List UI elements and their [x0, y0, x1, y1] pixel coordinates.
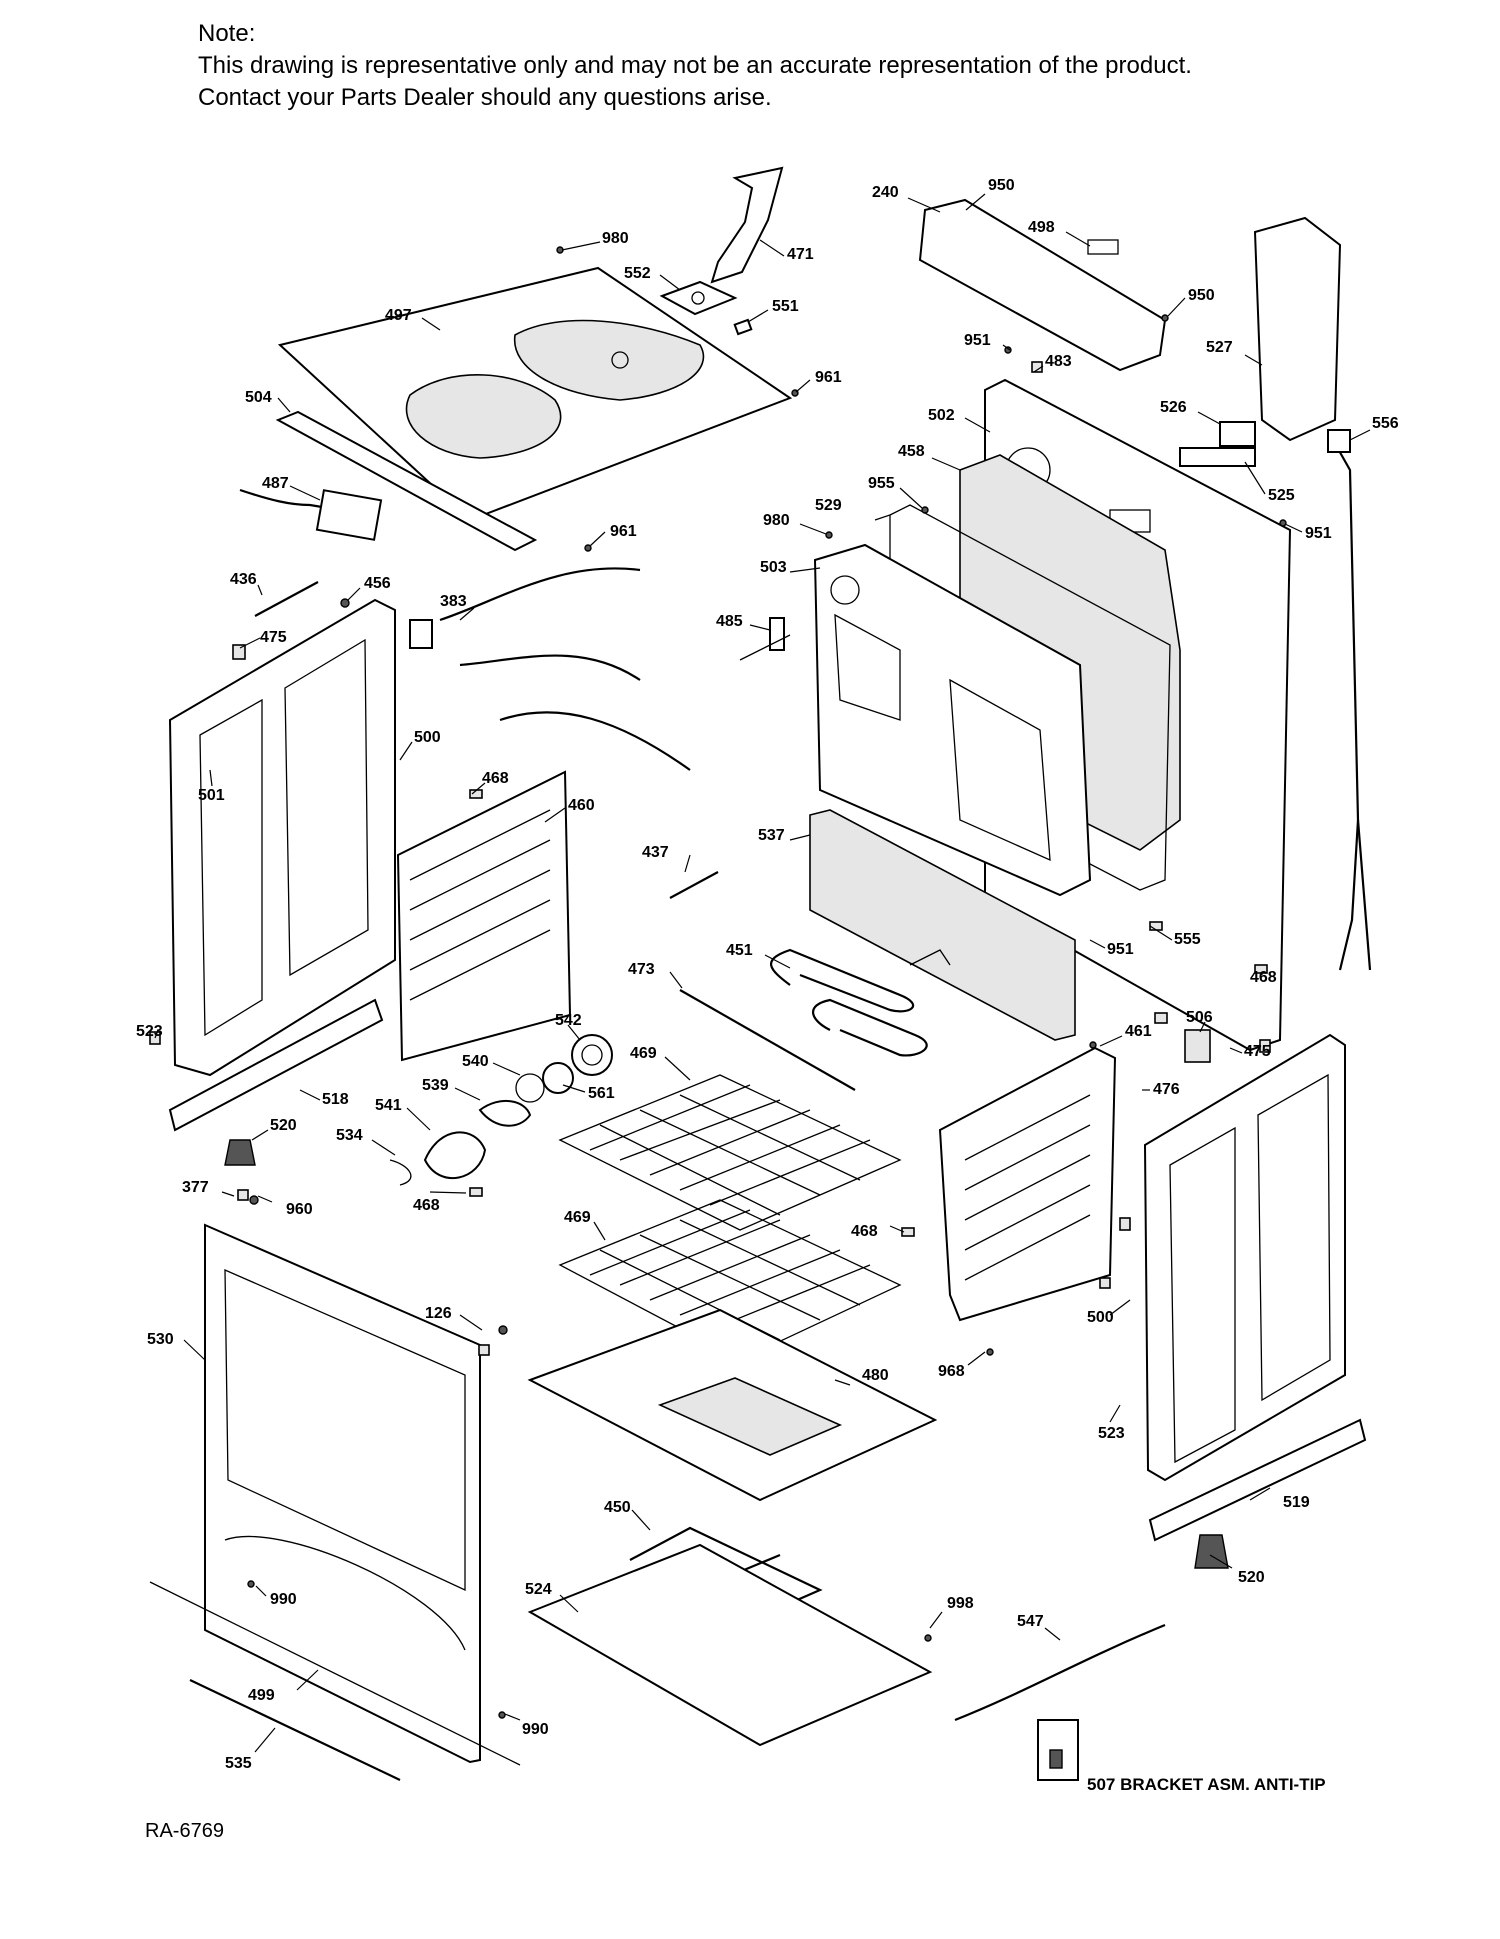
callout-483: 483 [1045, 353, 1072, 370]
note-line-1: This drawing is representative only and … [198, 52, 1192, 79]
callout-520: 520 [1238, 1569, 1265, 1586]
callout-501: 501 [198, 787, 225, 804]
callout-534: 534 [336, 1127, 363, 1144]
callout-468: 468 [413, 1197, 440, 1214]
drawing-number: RA-6769 [145, 1820, 224, 1842]
callout-480: 480 [862, 1367, 889, 1384]
callout-519: 519 [1283, 1494, 1310, 1511]
callout-518: 518 [322, 1091, 349, 1108]
callout-951: 951 [964, 332, 991, 349]
callout-506: 506 [1186, 1009, 1213, 1026]
callout-537: 537 [758, 827, 785, 844]
callout-240: 240 [872, 184, 899, 201]
callout-498: 498 [1028, 219, 1055, 236]
callout-126: 126 [425, 1305, 452, 1322]
callout-503: 503 [760, 559, 787, 576]
callout-980: 980 [602, 230, 629, 247]
callout-468: 468 [1250, 969, 1277, 986]
callout-542: 542 [555, 1012, 582, 1029]
callout-961: 961 [815, 369, 842, 386]
callout-502: 502 [928, 407, 955, 424]
callout-547: 547 [1017, 1613, 1044, 1630]
callout-539: 539 [422, 1077, 449, 1094]
callout-520: 520 [270, 1117, 297, 1134]
callout-530: 530 [147, 1331, 174, 1348]
callout-469: 469 [630, 1045, 657, 1062]
anti-tip-bracket-label: 507 BRACKET ASM. ANTI-TIP [1087, 1775, 1326, 1794]
callout-555: 555 [1174, 931, 1201, 948]
callout-458: 458 [898, 443, 925, 460]
callout-540: 540 [462, 1053, 489, 1070]
callout-436: 436 [230, 571, 257, 588]
callout-541: 541 [375, 1097, 402, 1114]
callout-475: 475 [260, 629, 287, 646]
callout-524: 524 [525, 1581, 552, 1598]
callout-499: 499 [248, 1687, 275, 1704]
callout-998: 998 [947, 1595, 974, 1612]
callout-529: 529 [815, 497, 842, 514]
callout-951: 951 [1305, 525, 1332, 542]
callout-961: 961 [610, 523, 637, 540]
callout-523: 523 [136, 1023, 163, 1040]
callout-526: 526 [1160, 399, 1187, 416]
note-heading: Note: [198, 20, 256, 47]
callout-451: 451 [726, 942, 753, 959]
disclaimer-note: Note: This drawing is representative onl… [198, 18, 1192, 114]
callout-468: 468 [482, 770, 509, 787]
callout-469: 469 [564, 1209, 591, 1226]
callout-475: 475 [1244, 1043, 1271, 1060]
callout-476: 476 [1153, 1081, 1180, 1098]
callout-968: 968 [938, 1363, 965, 1380]
callout-504: 504 [245, 389, 272, 406]
callout-527: 527 [1206, 339, 1233, 356]
callout-523: 523 [1098, 1425, 1125, 1442]
callout-460: 460 [568, 797, 595, 814]
callout-377: 377 [182, 1179, 209, 1196]
callout-551: 551 [772, 298, 799, 315]
callout-955: 955 [868, 475, 895, 492]
callout-950: 950 [988, 177, 1015, 194]
callout-450: 450 [604, 1499, 631, 1516]
callout-485: 485 [716, 613, 743, 630]
callout-556: 556 [1372, 415, 1399, 432]
part-drawings [149, 166, 1372, 1781]
callout-561: 561 [588, 1085, 615, 1102]
callout-500: 500 [414, 729, 441, 746]
callout-468: 468 [851, 1223, 878, 1240]
callout-951: 951 [1107, 941, 1134, 958]
callout-497: 497 [385, 307, 412, 324]
leader-lines [154, 193, 1371, 1753]
callout-990: 990 [270, 1591, 297, 1608]
callout-980: 980 [763, 512, 790, 529]
callout-950: 950 [1188, 287, 1215, 304]
callout-990: 990 [522, 1721, 549, 1738]
callout-461: 461 [1125, 1023, 1152, 1040]
callout-525: 525 [1268, 487, 1295, 504]
callout-500: 500 [1087, 1309, 1114, 1326]
callout-552: 552 [624, 265, 651, 282]
callout-437: 437 [642, 844, 669, 861]
callout-535: 535 [225, 1755, 252, 1772]
note-line-2: Contact your Parts Dealer should any que… [198, 84, 772, 111]
callout-473: 473 [628, 961, 655, 978]
callout-960: 960 [286, 1201, 313, 1218]
callout-471: 471 [787, 246, 814, 263]
callout-456: 456 [364, 575, 391, 592]
callout-383: 383 [440, 593, 467, 610]
callout-487: 487 [262, 475, 289, 492]
callout-labels: 240 950 498 950 527 951 483 980 471 552 … [136, 177, 1399, 1772]
